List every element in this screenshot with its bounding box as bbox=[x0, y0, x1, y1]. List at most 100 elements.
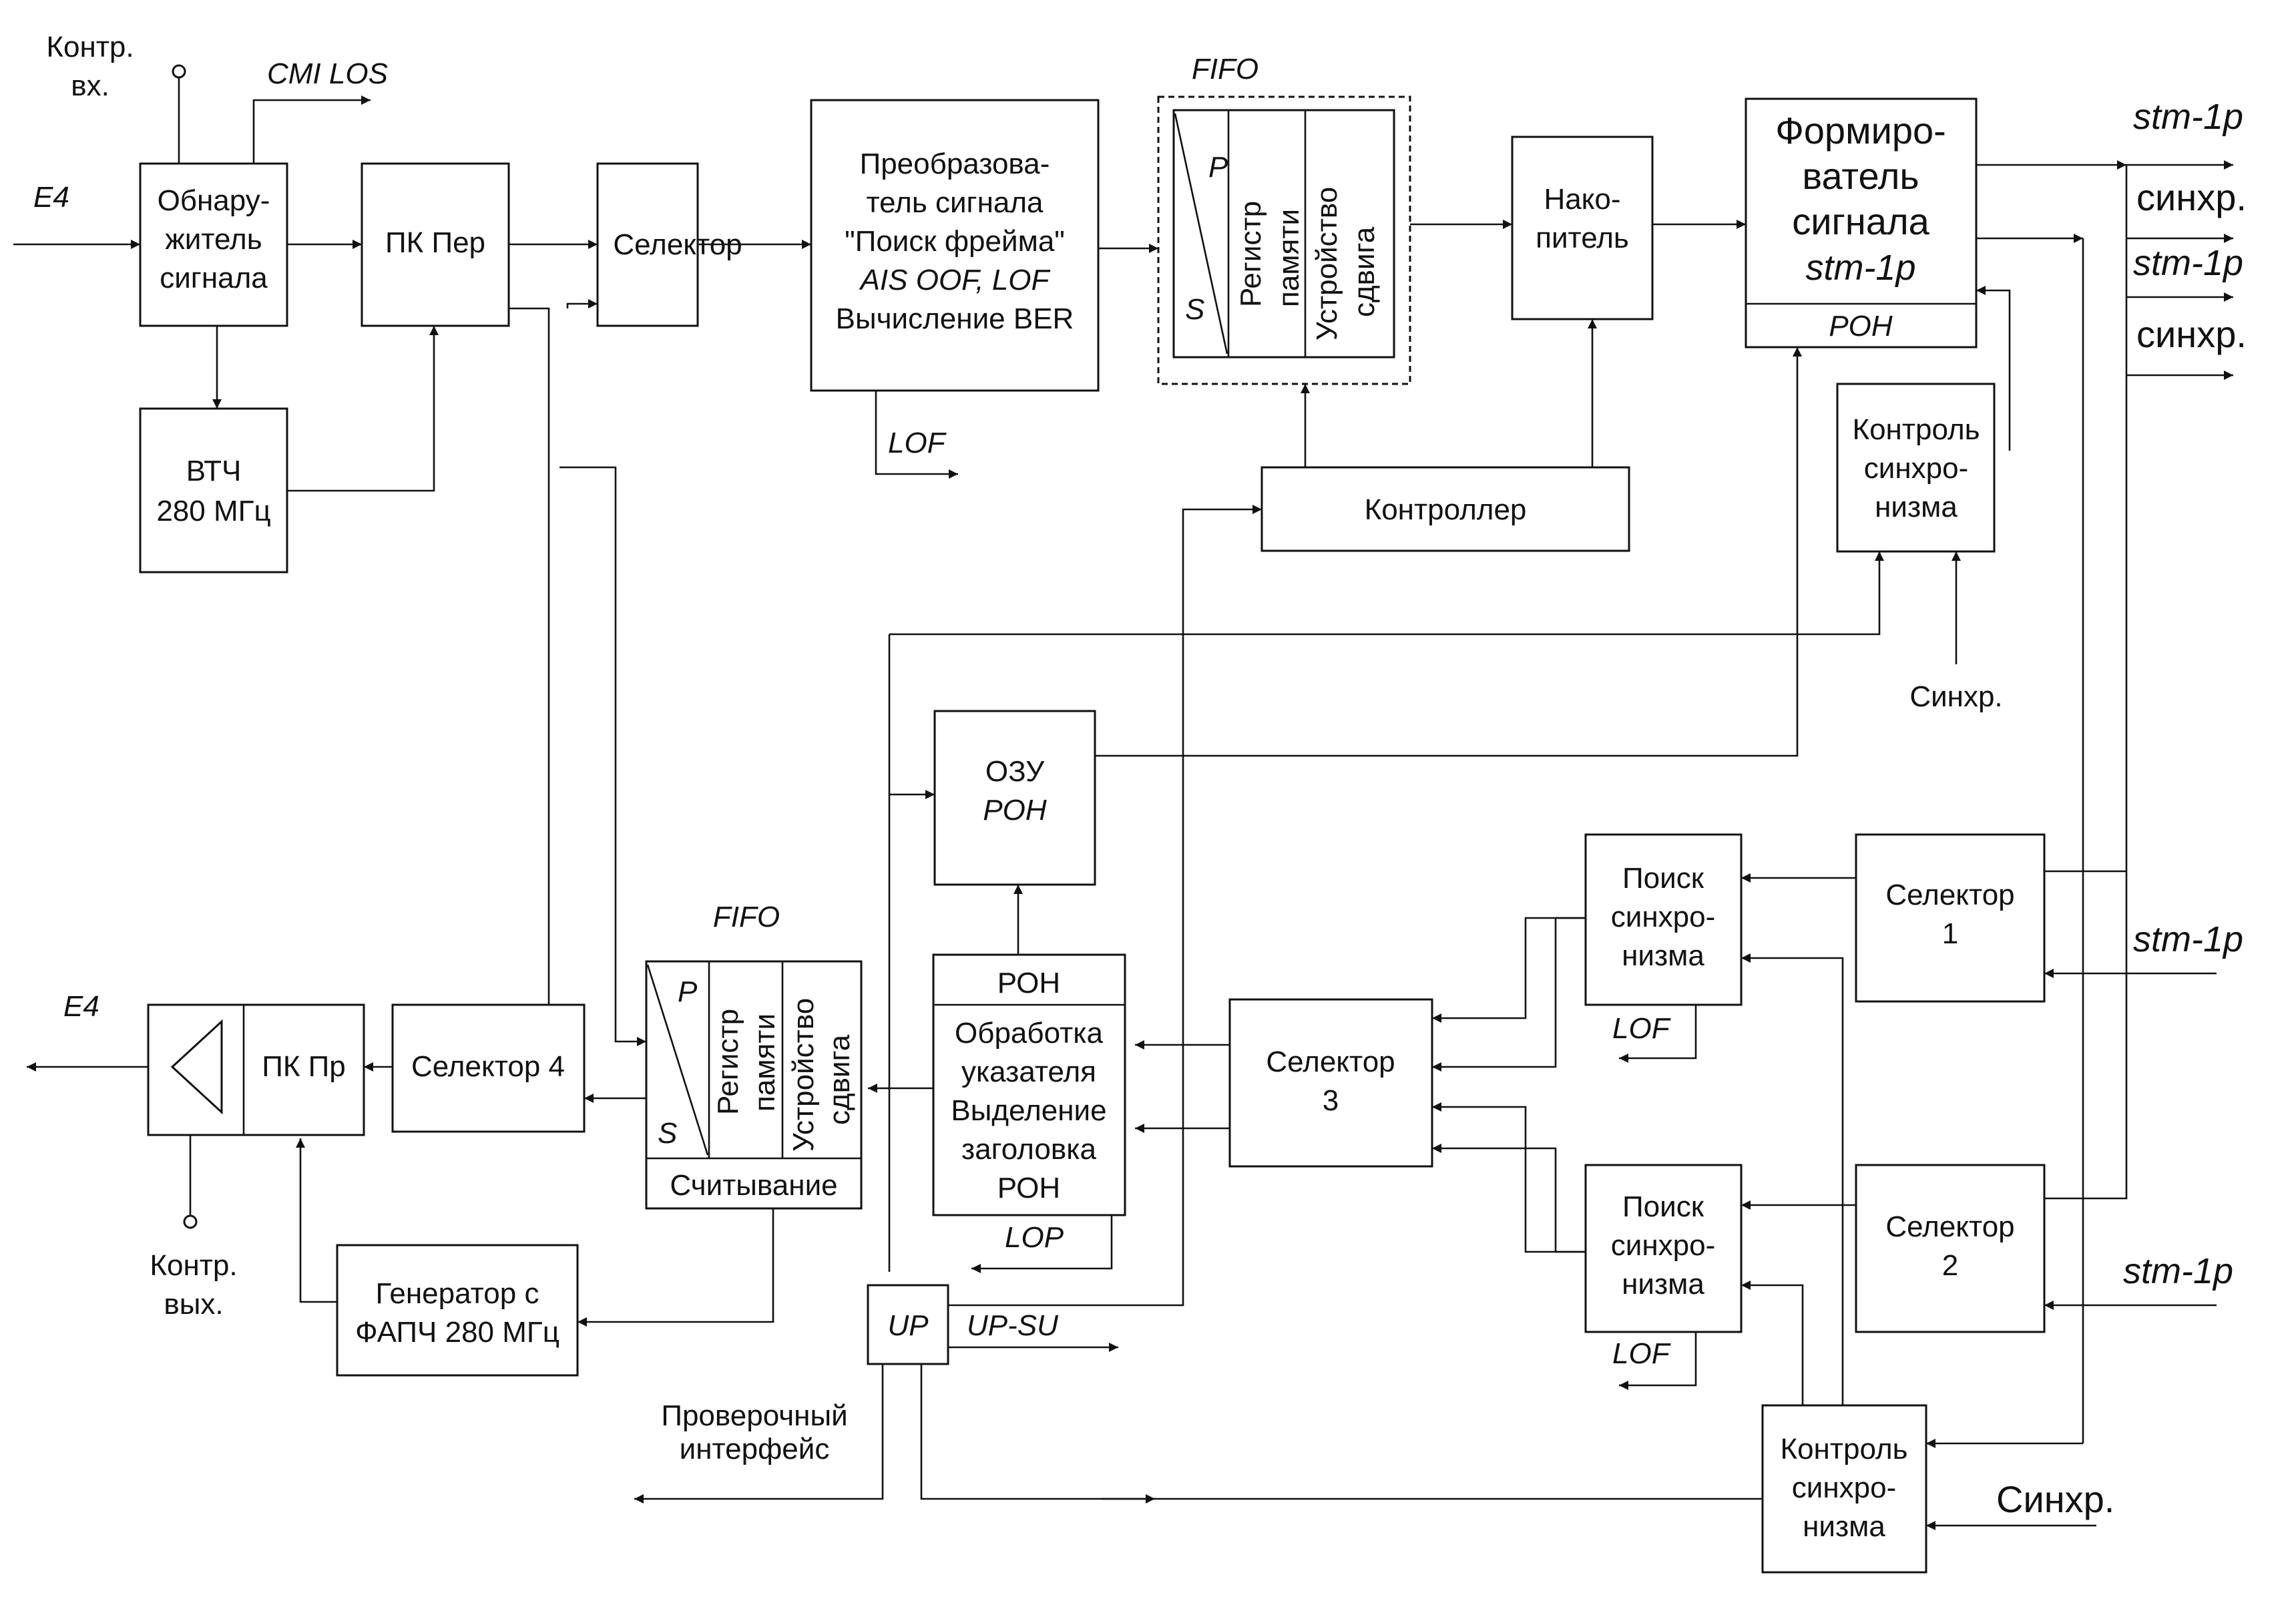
labels: Контр. вх. CMI LOS E4 LOF stm-1p синхр. … bbox=[33, 31, 2247, 1520]
e4-in-label: E4 bbox=[33, 181, 69, 214]
e4-out-label: E4 bbox=[63, 990, 99, 1023]
selector-1-block: Селектор 1 bbox=[1855, 833, 2046, 1003]
up-to-controller bbox=[948, 505, 1262, 1307]
selector-2-line-2: 2 bbox=[1942, 1249, 1958, 1282]
pointer-poh: РОН bbox=[997, 967, 1060, 999]
accumulator-line-1: Нако- bbox=[1544, 183, 1620, 216]
cmi-los-label: CMI LOS bbox=[267, 57, 388, 90]
stm-out-1-label: stm-1p bbox=[2133, 97, 2243, 137]
stm-in-2-label: stm-1p bbox=[2123, 1251, 2233, 1291]
synccontrol-to-search2 bbox=[1741, 1281, 1804, 1405]
sync-bottom-label: Синхр. bbox=[1996, 1478, 2114, 1520]
synccontrol-to-search1 bbox=[1741, 953, 1844, 1405]
vtch-line-1: ВТЧ bbox=[186, 455, 242, 487]
selector-4-label: Селектор 4 bbox=[411, 1050, 565, 1083]
fifo-top-shift-1: Устройство bbox=[1311, 187, 1343, 340]
fifo-bottom-reg-2: памяти bbox=[748, 1013, 781, 1112]
lof-search1-line bbox=[1619, 1005, 1697, 1063]
lop-line bbox=[971, 1215, 1113, 1273]
vtch-block: ВТЧ 280 МГц bbox=[139, 407, 288, 573]
selector-block: Селектор bbox=[596, 162, 742, 327]
lof-search1-label: LOF bbox=[1612, 1012, 1671, 1045]
vtch-to-pkper bbox=[287, 326, 439, 492]
stm-former-block: Формиро- ватель сигнала stm-1p РОН bbox=[1745, 97, 1978, 349]
selector-3-line-2: 3 bbox=[1323, 1084, 1339, 1117]
sync-search-2-line-3: низма bbox=[1622, 1268, 1704, 1301]
control-out-label-1: Контр. bbox=[150, 1249, 237, 1282]
up-su-label: UP-SU bbox=[967, 1309, 1058, 1342]
sync-search-1-block: Поиск синхро- низма bbox=[1584, 833, 1743, 1006]
fifo-top-block: FIFO P S Регистр памяти Устройство сдвиг… bbox=[1157, 53, 1411, 385]
sync-search-1-line-3: низма bbox=[1622, 939, 1704, 972]
connections bbox=[13, 64, 2233, 1530]
up-to-synccontrol-bottom bbox=[920, 1325, 1763, 1500]
selector-1-line-1: Селектор bbox=[1885, 879, 2014, 911]
pointer-line-5: РОН bbox=[997, 1172, 1060, 1204]
pointer-block: РОН Обработка указателя Выделение заголо… bbox=[932, 953, 1126, 1216]
fifo-bottom-reg-1: Регистр bbox=[712, 1009, 744, 1115]
sync-out-1-label: синхр. bbox=[2136, 176, 2247, 218]
control-in-terminal bbox=[172, 64, 186, 79]
lof-line bbox=[875, 391, 958, 479]
fifo-bottom-title: FIFO bbox=[713, 901, 780, 933]
fifo-top-p: P bbox=[1208, 151, 1228, 184]
signal-detector-line-3: сигнала bbox=[160, 262, 268, 294]
vtch-line-2: 280 МГц bbox=[156, 495, 270, 527]
bus-link bbox=[2083, 875, 2128, 1200]
up-block: UP bbox=[867, 1284, 949, 1365]
selector-4-block: Селектор 4 bbox=[391, 1003, 586, 1133]
lof-search2-line bbox=[1619, 1332, 1697, 1390]
stm-former-line-4: stm-1p bbox=[1805, 248, 1915, 288]
stm-in-1-label: stm-1p bbox=[2133, 919, 2243, 959]
up-to-synccontrol bbox=[889, 551, 1884, 636]
lop-label: LOP bbox=[1005, 1221, 1064, 1254]
sync-control-top-block: Контроль синхро- низма bbox=[1836, 383, 1996, 553]
sync-control-top-line-1: Контроль bbox=[1852, 413, 1980, 446]
ozu-line-1: ОЗУ bbox=[985, 755, 1045, 788]
frame-search-line-5: Вычисление BER bbox=[836, 302, 1074, 335]
control-out-label-2: вых. bbox=[164, 1288, 223, 1321]
selector-2-block: Селектор 2 bbox=[1855, 1164, 2046, 1333]
stm-former-line-2: ватель bbox=[1802, 155, 1919, 197]
fifo-bottom-shift-2: сдвига bbox=[823, 1034, 856, 1125]
bus-to-selector4 bbox=[509, 307, 584, 1046]
fifo-bottom-read: Считывание bbox=[670, 1169, 837, 1202]
pk-pr-block: ПК Пр bbox=[147, 1003, 365, 1136]
control-in-label-2: вх. bbox=[71, 69, 109, 102]
sync-control-bottom-block: Контроль синхро- низма bbox=[1761, 1404, 1927, 1574]
frame-search-block: Преобразова- тель сигнала "Поиск фрейма"… bbox=[810, 99, 1100, 392]
check-interface-label-2: интерфейс bbox=[680, 1433, 830, 1465]
sync-control-bottom-line-2: синхро- bbox=[1792, 1471, 1896, 1504]
generator-line-2: ФАПЧ 280 МГц bbox=[355, 1316, 559, 1349]
sync-search-1-line-1: Поиск bbox=[1622, 862, 1704, 895]
signal-detector-line-2: житель bbox=[165, 223, 262, 256]
read-to-generator bbox=[578, 1208, 774, 1327]
fifo-bottom-shift-1: Устройство bbox=[787, 998, 820, 1152]
check-interface-label-1: Проверочный bbox=[661, 1399, 847, 1432]
fifo-bottom-p: P bbox=[678, 975, 698, 1008]
fifo-top-title: FIFO bbox=[1192, 53, 1258, 85]
selector-3-line-1: Селектор bbox=[1266, 1046, 1395, 1078]
sync-search-2-line-2: синхро- bbox=[1611, 1229, 1715, 1262]
pk-pr-label: ПК Пр bbox=[262, 1050, 346, 1083]
fifo-top-reg-1: Регистр bbox=[1234, 201, 1267, 307]
signal-detector-line-1: Обнару- bbox=[158, 184, 270, 217]
search2-to-sel3-b bbox=[1432, 1144, 1586, 1253]
stm-out-2-label: stm-1p bbox=[2133, 243, 2243, 283]
amplifier-triangle-icon bbox=[170, 1019, 223, 1115]
sync-search-2-line-1: Поиск bbox=[1622, 1190, 1704, 1223]
control-in-label-1: Контр. bbox=[46, 31, 134, 63]
sync-top-label: Синхр. bbox=[1909, 680, 2002, 713]
search1-to-sel3-a bbox=[1432, 917, 1586, 1023]
lof-top-label: LOF bbox=[888, 427, 947, 459]
bus-to-selector bbox=[566, 299, 598, 308]
fifo-bottom-block: FIFO P S Регистр памяти Устройство сдвиг… bbox=[645, 901, 863, 1210]
synccontrol-to-former bbox=[1976, 286, 2011, 451]
search2-to-sel3-a bbox=[1432, 1102, 1586, 1253]
frame-search-line-2: тель сигнала bbox=[866, 186, 1044, 219]
controller-label: Контроллер bbox=[1365, 493, 1527, 526]
fifo-top-reg-2: памяти bbox=[1273, 209, 1305, 307]
pk-per-label: ПК Пер bbox=[385, 226, 485, 259]
fifo-top-shift-2: сдвига bbox=[1348, 226, 1381, 317]
